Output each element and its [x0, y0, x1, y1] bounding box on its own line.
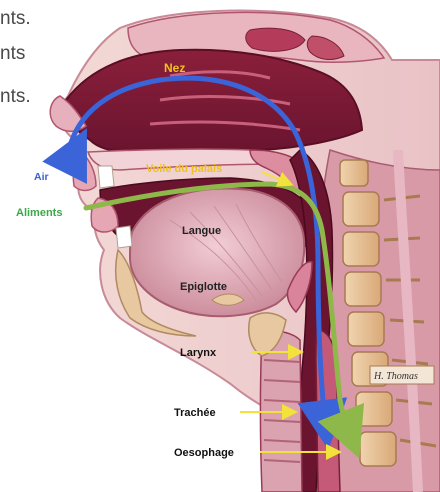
label-oesophage: Oesophage: [174, 447, 234, 459]
label-epiglotte: Epiglotte: [180, 281, 227, 293]
signature-text: H. Thomas: [373, 371, 418, 382]
label-air: Air: [34, 171, 49, 183]
upper-teeth: [98, 166, 114, 188]
label-langue: Langue: [182, 225, 221, 237]
label-aliments: Aliments: [16, 207, 62, 219]
artist-signature: H. Thomas: [370, 366, 434, 384]
label-larynx: Larynx: [180, 347, 217, 359]
label-trachee: Trachée: [174, 407, 216, 419]
label-voile-du-palais: Voile du palais: [146, 163, 222, 175]
label-nez: Nez: [164, 61, 185, 75]
lower-teeth: [116, 226, 132, 248]
